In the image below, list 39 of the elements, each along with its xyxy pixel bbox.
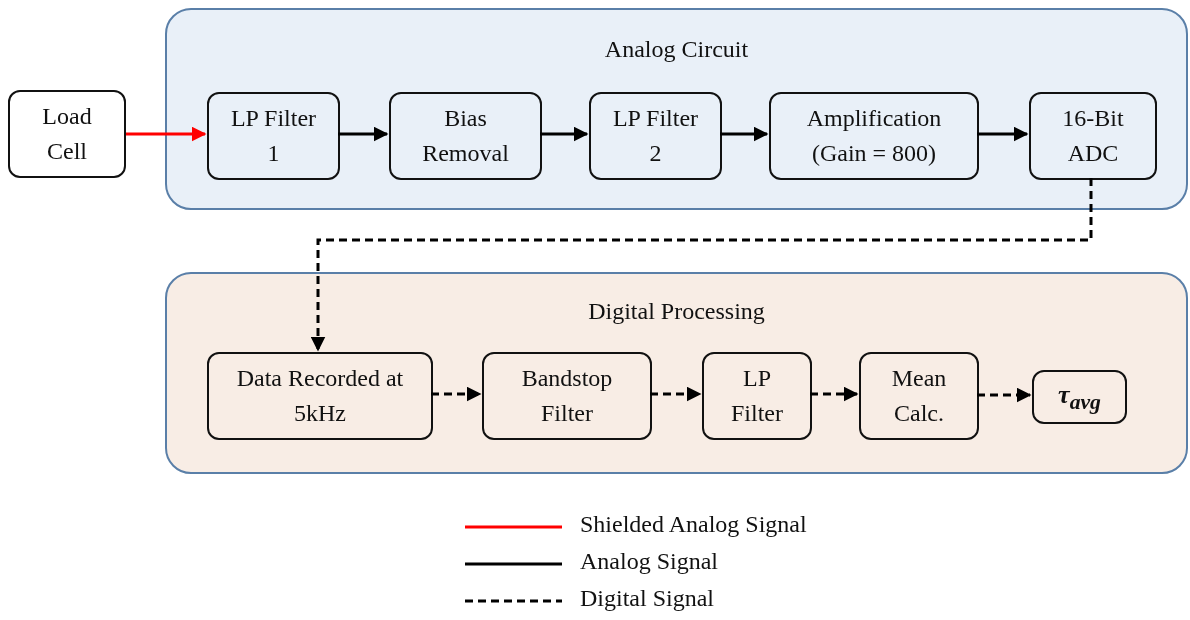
process-box: [207, 352, 433, 440]
group-panel: [165, 272, 1188, 474]
arrow: [650, 386, 702, 402]
box-label: Bandstop Filter: [520, 364, 614, 428]
box-label: LP Filter 1: [229, 104, 318, 168]
process-box: [482, 352, 652, 440]
process-box: [589, 92, 722, 180]
panel-title: Digital Processing: [587, 297, 766, 326]
box-label: Amplification (Gain = 800): [805, 104, 943, 168]
arrow: [310, 178, 1093, 352]
arrow: [977, 387, 1032, 403]
process-box: [1032, 370, 1127, 424]
box-label: LP Filter 2: [611, 104, 700, 168]
process-box: [389, 92, 542, 180]
panel-title: Analog Circuit: [603, 35, 750, 64]
box-label: τ$_{avg}$: [1058, 378, 1101, 416]
legend-label: Shielded Analog Signal: [580, 511, 807, 538]
box-label: Mean Calc.: [890, 364, 948, 428]
box-label: Load Cell: [41, 102, 93, 166]
legend-label: Digital Signal: [580, 585, 714, 612]
arrow: [540, 126, 589, 142]
process-box: [769, 92, 979, 180]
process-box: [702, 352, 812, 440]
arrow: [720, 126, 769, 142]
arrow: [126, 126, 207, 142]
group-panel: [165, 8, 1188, 210]
box-label: Data Recorded at 5kHz: [235, 364, 405, 428]
process-box: [207, 92, 340, 180]
process-box: [859, 352, 979, 440]
arrow: [338, 126, 389, 142]
process-box: [8, 90, 126, 178]
legend-label: Analog Signal: [580, 548, 718, 575]
box-label: LP Filter: [730, 364, 784, 428]
box-label: 16-Bit ADC: [1061, 104, 1125, 168]
arrow: [431, 386, 482, 402]
arrow: [977, 126, 1029, 142]
box-label: Bias Removal: [421, 104, 510, 168]
process-box: [1029, 92, 1157, 180]
arrow: [810, 386, 859, 402]
